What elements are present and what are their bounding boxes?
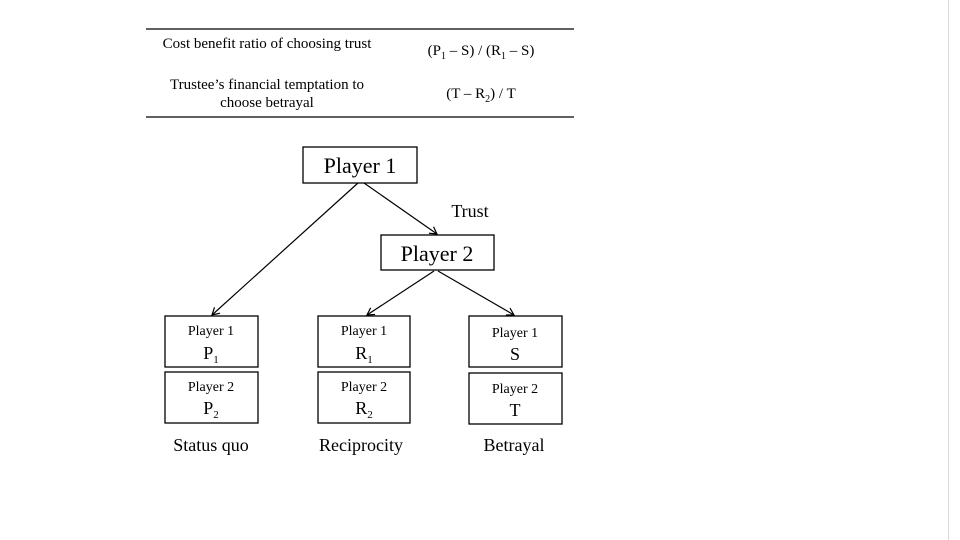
reciprocity-label: Reciprocity [319,435,403,455]
reciprocity-player1-payoff: R1 [355,343,373,366]
player1-node: Player 1 [302,146,418,184]
betrayal-label: Betrayal [484,435,545,455]
trust-edge-label: Trust [451,201,488,221]
player1-node-label: Player 1 [324,153,397,178]
row2-formula: (T – R2) / T [446,86,515,105]
betrayal-player2-box [468,372,563,425]
edge-player1-to-status-quo [211,182,359,316]
status-quo-player2-payoff: P2 [203,398,219,421]
outcome-betrayal: Player 1 S Player 2 T Betrayal [468,315,563,455]
reciprocity-player2-box [317,371,411,424]
betrayal-player2-label: Player 2 [492,382,538,397]
status-quo-player2-label: Player 2 [188,380,234,395]
reciprocity-player1-label: Player 1 [341,324,387,339]
row2-label-line1: Trustee’s financial temptation to [170,77,364,93]
row1-label: Cost benefit ratio of choosing trust [163,36,373,52]
reciprocity-player1-box [317,315,411,368]
player2-node-label: Player 2 [401,241,474,266]
status-quo-player1-box [164,315,259,368]
betrayal-player1-label: Player 1 [492,326,538,341]
outcome-reciprocity: Player 1 R1 Player 2 R2 Reciprocity [317,315,411,455]
reciprocity-player2-payoff: R2 [355,398,373,421]
status-quo-player1-label: Player 1 [188,324,234,339]
row2-label-line2: choose betrayal [220,95,314,111]
betrayal-player1-box [468,315,563,368]
player2-node: Player 2 [380,234,495,271]
edge-player2-to-betrayal [437,270,516,316]
outcome-status-quo: Player 1 P1 Player 2 P2 Status quo [164,315,259,455]
status-quo-player1-payoff: P1 [203,343,219,366]
status-quo-label: Status quo [173,435,249,455]
slide-edge-divider [948,0,949,540]
betrayal-player2-payoff: T [510,400,521,420]
status-quo-player2-box [164,371,259,424]
betrayal-player1-payoff: S [510,344,520,364]
reciprocity-player2-label: Player 2 [341,380,387,395]
row1-formula: (P1 – S) / (R1 – S) [428,43,535,62]
edge-player2-to-reciprocity [365,270,435,316]
edge-player1-to-player2 [363,182,438,235]
